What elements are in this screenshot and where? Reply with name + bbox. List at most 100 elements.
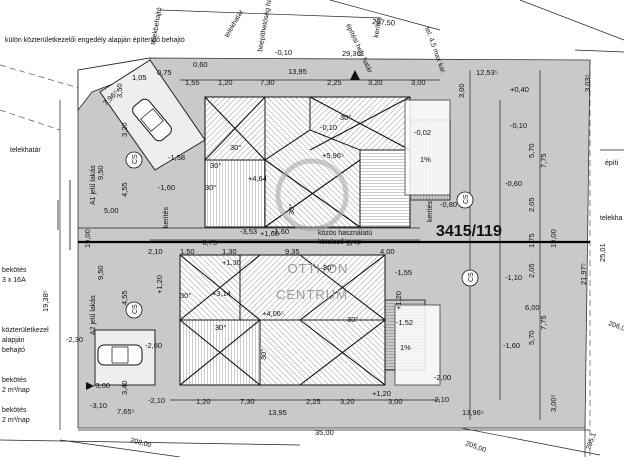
- cs-marker: [456, 191, 474, 209]
- level-texts: +0,40 -0,10 -0,60 -1,10 -1,60 -0,02 -0,8…: [66, 85, 529, 410]
- dim-left-075: 0,75: [157, 68, 172, 77]
- dim-r-570: 5,70: [527, 143, 536, 158]
- dim-r-total: 19,00: [549, 229, 558, 248]
- angle-6: 30°: [347, 315, 358, 324]
- cs-label: CS: [463, 194, 470, 204]
- utility-b1-2: 2 m³/nap: [2, 387, 30, 394]
- level-right-b: -1,10: [505, 273, 522, 282]
- watermark-logo: OTTHON CENTRUM: [275, 158, 349, 302]
- level-bottom-r1: -2,00: [434, 373, 451, 382]
- level-floor-upper: +5,96⁵: [322, 151, 344, 160]
- angle-5: 30°: [180, 291, 191, 300]
- rot-label-5: kerítés: [373, 16, 384, 38]
- dim-r-300b: 3,00⁵: [549, 394, 558, 412]
- dim-top-3: 2,25: [327, 78, 342, 87]
- level-075b: -0,75: [200, 238, 217, 247]
- watermark-line2: CENTRUM: [276, 287, 348, 302]
- level-left-c: -2,60: [145, 341, 162, 350]
- dim-width-top: 29,36⁵: [342, 49, 364, 58]
- note-flat-a2: A2 jelű lakás: [90, 295, 97, 335]
- level-floor-lower: +3,14: [212, 289, 231, 298]
- car-upper: [132, 98, 172, 142]
- dim-207: 207,50: [372, 17, 396, 28]
- dim-mid-3: 9,35: [285, 247, 300, 256]
- lower-house: [179, 254, 426, 386]
- level-left-e: -3,10: [90, 401, 107, 410]
- dim-bot-3: 3,20: [340, 397, 355, 406]
- level-pipe1: -0,02: [414, 128, 431, 137]
- dim-total-depth: 25,01: [598, 243, 607, 262]
- cs-marker: [125, 151, 143, 169]
- dim-r-570b: 5,70: [527, 330, 536, 345]
- dim-mid-4: 4,00: [380, 247, 395, 256]
- dim-left-950: 9,50: [96, 165, 105, 180]
- dimension-lines: [59, 70, 590, 431]
- dim-mid-2: 1,30: [222, 247, 237, 256]
- level-158: -1,58: [168, 153, 185, 162]
- level-bottom-r2: -2,10: [432, 395, 449, 404]
- level-pipe2: -0,80: [440, 200, 457, 209]
- dim-left-455b: 4,55: [120, 290, 129, 305]
- dim-bottom-total: 13,95: [268, 408, 287, 417]
- dim-bot-1: 7,30: [240, 397, 255, 406]
- dim-left-350: 3,50: [115, 83, 124, 98]
- dim-mid-0: 2,10: [148, 247, 163, 256]
- angle-4: 30°: [215, 323, 226, 332]
- level-mid-3: +1,20: [394, 291, 403, 310]
- cs-markers: [125, 151, 479, 319]
- dim-lower-right: 13,96⁵: [462, 408, 484, 417]
- angle-1: 30°: [230, 143, 241, 152]
- angle-3: 30°: [340, 113, 351, 122]
- note-common-area: közös használatú: [318, 230, 372, 237]
- dim-left-1900: 19,00: [83, 229, 92, 248]
- level-130: +1,30: [222, 258, 241, 267]
- level-mid-2: +1,20: [155, 275, 164, 294]
- dim-left-lower: 7,65⁵: [117, 407, 135, 416]
- dim-left-155: 1,55: [185, 78, 200, 87]
- angle-9: 30°: [210, 161, 221, 170]
- note-right-mid: telekha: [600, 215, 623, 222]
- dim-top-1: 1,20: [218, 78, 233, 87]
- dim-r-775: 7,75: [539, 153, 548, 168]
- angle-8: 30°: [287, 204, 296, 215]
- dim-left-950b: 9,50: [96, 265, 105, 280]
- dim-r-303: 3,03⁵: [583, 74, 592, 92]
- dim-top-2: 7,30: [260, 78, 275, 87]
- angle-2: 30°: [205, 183, 216, 192]
- dim-side-6: 6,00: [525, 303, 540, 312]
- road-num: 205,1: [585, 432, 598, 451]
- slope-texts: 1% 1% 30° 30° 30° 30° 30° 30° 30° 30° 30…: [180, 113, 431, 360]
- level-floor-lower3: +1,20: [372, 389, 391, 398]
- dim-bot-4: 3,00: [388, 397, 403, 406]
- utility-b2-1: bekötés: [2, 407, 27, 414]
- terraces: [394, 99, 451, 386]
- dim-left-105: 1,05: [132, 73, 147, 82]
- slope-upper: 1%: [420, 155, 431, 164]
- level-mid-1: +1,60: [260, 229, 279, 238]
- watermark-line1: OTTHON: [288, 261, 349, 276]
- car-lower: [97, 344, 143, 366]
- level-pipe3: -1,55: [395, 268, 412, 277]
- cs-labels: CS CS CS CS: [132, 154, 475, 314]
- rot-label-3: beépíthetőség határvonala: [257, 0, 278, 52]
- level-lower-left-garage: -2,10: [148, 396, 165, 405]
- dim-bot-0: 1,20: [196, 397, 211, 406]
- level-right-c: -1,60: [503, 341, 520, 350]
- note-lower-2: alapján: [2, 337, 25, 344]
- dim-upper-right: 12,53⁵: [476, 68, 498, 77]
- note-right-top: építi: [605, 160, 619, 167]
- cs-label: CS: [132, 154, 139, 164]
- arrows: [57, 70, 360, 390]
- road-num: 205,00: [464, 440, 487, 454]
- cs-marker: [125, 301, 143, 319]
- level-top-center: -0,10: [320, 123, 337, 132]
- level-pipe4: -1,52: [396, 318, 413, 327]
- level-353: -3,53: [240, 227, 257, 236]
- note-lower-3: behajtó: [2, 347, 25, 354]
- road-num: 206,00: [607, 320, 624, 334]
- note-kerites1: kerítés: [163, 206, 170, 228]
- note-telekhatar: telekhatár: [10, 147, 41, 154]
- dim-top-0: 0,60: [193, 60, 208, 69]
- dim-left-340: 3,40: [120, 380, 129, 395]
